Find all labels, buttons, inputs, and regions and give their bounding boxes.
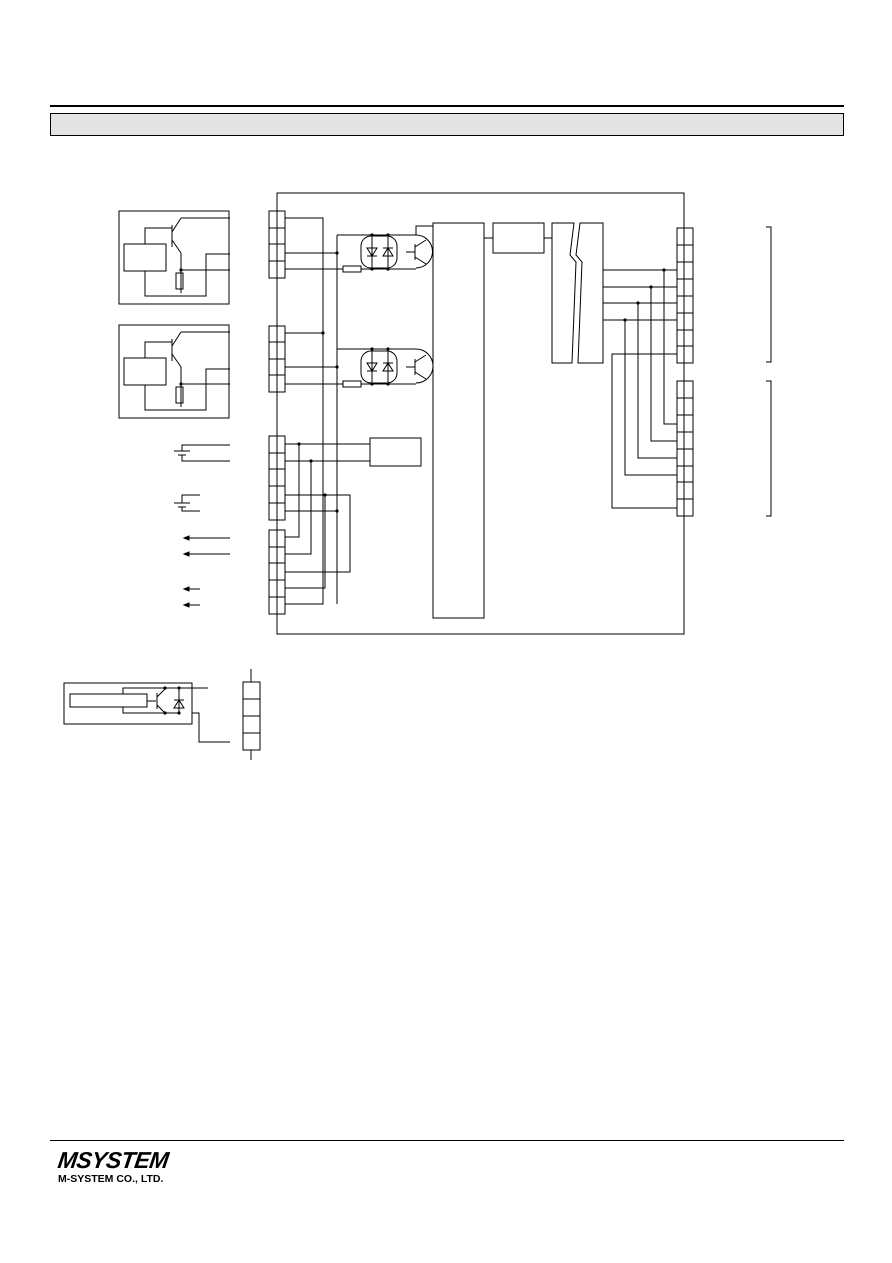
power-supply-block [369,437,422,467]
module-outline [276,192,685,635]
terminal-block-power [268,435,286,521]
sensor-2 [118,324,230,419]
internal-wiring-inputs [285,217,343,605]
processor-block [432,222,485,619]
internal-wiring-power [285,442,370,589]
output-device-detail [63,682,230,743]
footer-rule [50,1140,844,1141]
battery-symbol-2 [174,494,200,512]
isolation-barrier [551,222,604,364]
company-name: M-SYSTEM CO., LTD. [58,1173,164,1185]
optocoupler-1 [337,225,433,273]
terminal-block-output-2 [676,380,694,517]
brace-output-1 [766,226,772,363]
internal-wiring-outputs [603,268,677,509]
terminal-block-output-1 [676,227,694,364]
interface-block [492,222,545,254]
brand-logo: MSYSTEM [56,1147,171,1173]
sensor-1 [118,210,230,305]
terminal-block-input-1 [268,210,286,279]
signal-arrows [182,535,230,608]
company-logo: MSYSTEM M-SYSTEM CO., LTD. [56,1147,198,1185]
brace-output-2 [766,380,772,517]
optocoupler-2 [337,347,434,388]
header-rule [50,105,844,107]
battery-symbol-1 [174,444,230,462]
terminal-block-detail [242,669,261,760]
terminal-block-input-2 [268,325,286,393]
section-title-band [50,113,844,136]
